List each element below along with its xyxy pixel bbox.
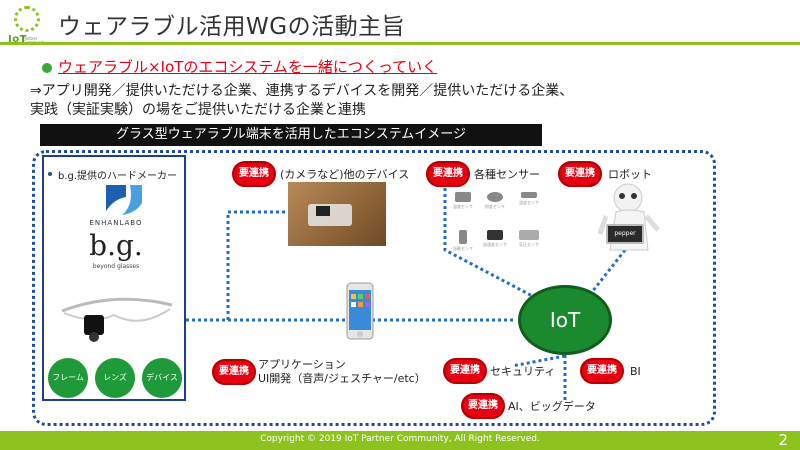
pill-security: 要連携	[443, 358, 487, 384]
page-number: 2	[778, 431, 788, 449]
smart-glasses-image	[61, 297, 173, 342]
label-bi: BI	[630, 365, 641, 378]
robot-tablet: pepper	[606, 224, 644, 244]
label-robot: ロボット	[608, 168, 652, 181]
camera-device-image	[288, 182, 386, 246]
pill-app: 要連携	[212, 359, 256, 385]
pill-sensors: 要連携	[426, 161, 470, 187]
line-robot	[590, 249, 627, 293]
pill-robot: 要連携	[558, 161, 602, 187]
slide-title: ウェアラブル活用WGの活動主旨	[58, 14, 406, 40]
bg-tagline: beyond glasses	[92, 263, 140, 270]
logo-ring-icon	[14, 6, 40, 32]
hw-bullet-icon	[48, 172, 52, 176]
label-app: アプリケーション	[258, 358, 346, 371]
sensor-vibration: 振動センサ	[448, 230, 478, 252]
hardware-maker-panel: b.g.提供のハードメーカー ENHANLABO b.g. beyond gla…	[42, 155, 186, 401]
pill-ai: 要連携	[461, 393, 505, 419]
lead-line-1: ⇒アプリ開発／提供いただける企業、連携するデバイスを開発／提供いただける企業、	[30, 83, 574, 99]
sensor-humidity: 湿度センサ	[514, 192, 544, 206]
sensor-pressure: 気圧センサ	[514, 230, 544, 248]
pill-bi: 要連携	[580, 358, 624, 384]
footer-copyright: Copyright © 2019 IoT Partner Community, …	[260, 434, 540, 444]
hardware-panel-title: b.g.提供のハードメーカー	[58, 171, 178, 182]
iot-hub: IoT	[518, 285, 612, 355]
label-ai: AI、ビッグデータ	[508, 400, 596, 413]
enhanlabo-text: ENHANLABO	[89, 219, 143, 227]
line-device	[226, 210, 288, 320]
lens-button: レンズ	[95, 358, 135, 398]
bullet-icon	[42, 63, 52, 73]
camera-icon	[308, 204, 352, 226]
robot-screen-text: pepper	[614, 230, 636, 237]
title-divider	[0, 42, 800, 45]
label-security: セキュリティ	[490, 365, 556, 378]
ecosystem-frame	[32, 150, 716, 426]
logo-text: IoT	[8, 34, 27, 45]
bg-logo: b.g.	[89, 229, 143, 262]
sensor-light: 照度センサ	[480, 192, 510, 210]
device-button: デバイス	[142, 358, 182, 398]
diagram-caption: グラス型ウェアラブル端末を活用したエコシステムイメージ	[40, 124, 542, 146]
footer-bar: Copyright © 2019 IoT Partner Community, …	[0, 431, 800, 450]
lead-line-2: 実践（実証実験）の場をご提供いただける企業と連携	[30, 102, 366, 118]
pill-other-devices: 要連携	[232, 161, 276, 187]
enhanlabo-logo-icon	[106, 185, 142, 215]
sensor-temperature: 温度センサ	[448, 192, 478, 210]
line-sensors	[443, 188, 541, 302]
smartphone-icon	[346, 282, 374, 340]
label-sensors: 各種センサー	[474, 168, 540, 181]
line-security	[511, 354, 566, 368]
label-other-devices: (カメラなど)他のデバイス	[280, 168, 410, 181]
label-app-sub: UI開発（音声/ジェスチャー/etc）	[258, 372, 426, 385]
frame-button: フレーム	[48, 358, 88, 398]
sensor-acceleration: 加速度センサ	[480, 230, 510, 248]
lead-headline: ウェアラブル×IoTのエコシステムを一緒につくっていく	[58, 58, 438, 76]
